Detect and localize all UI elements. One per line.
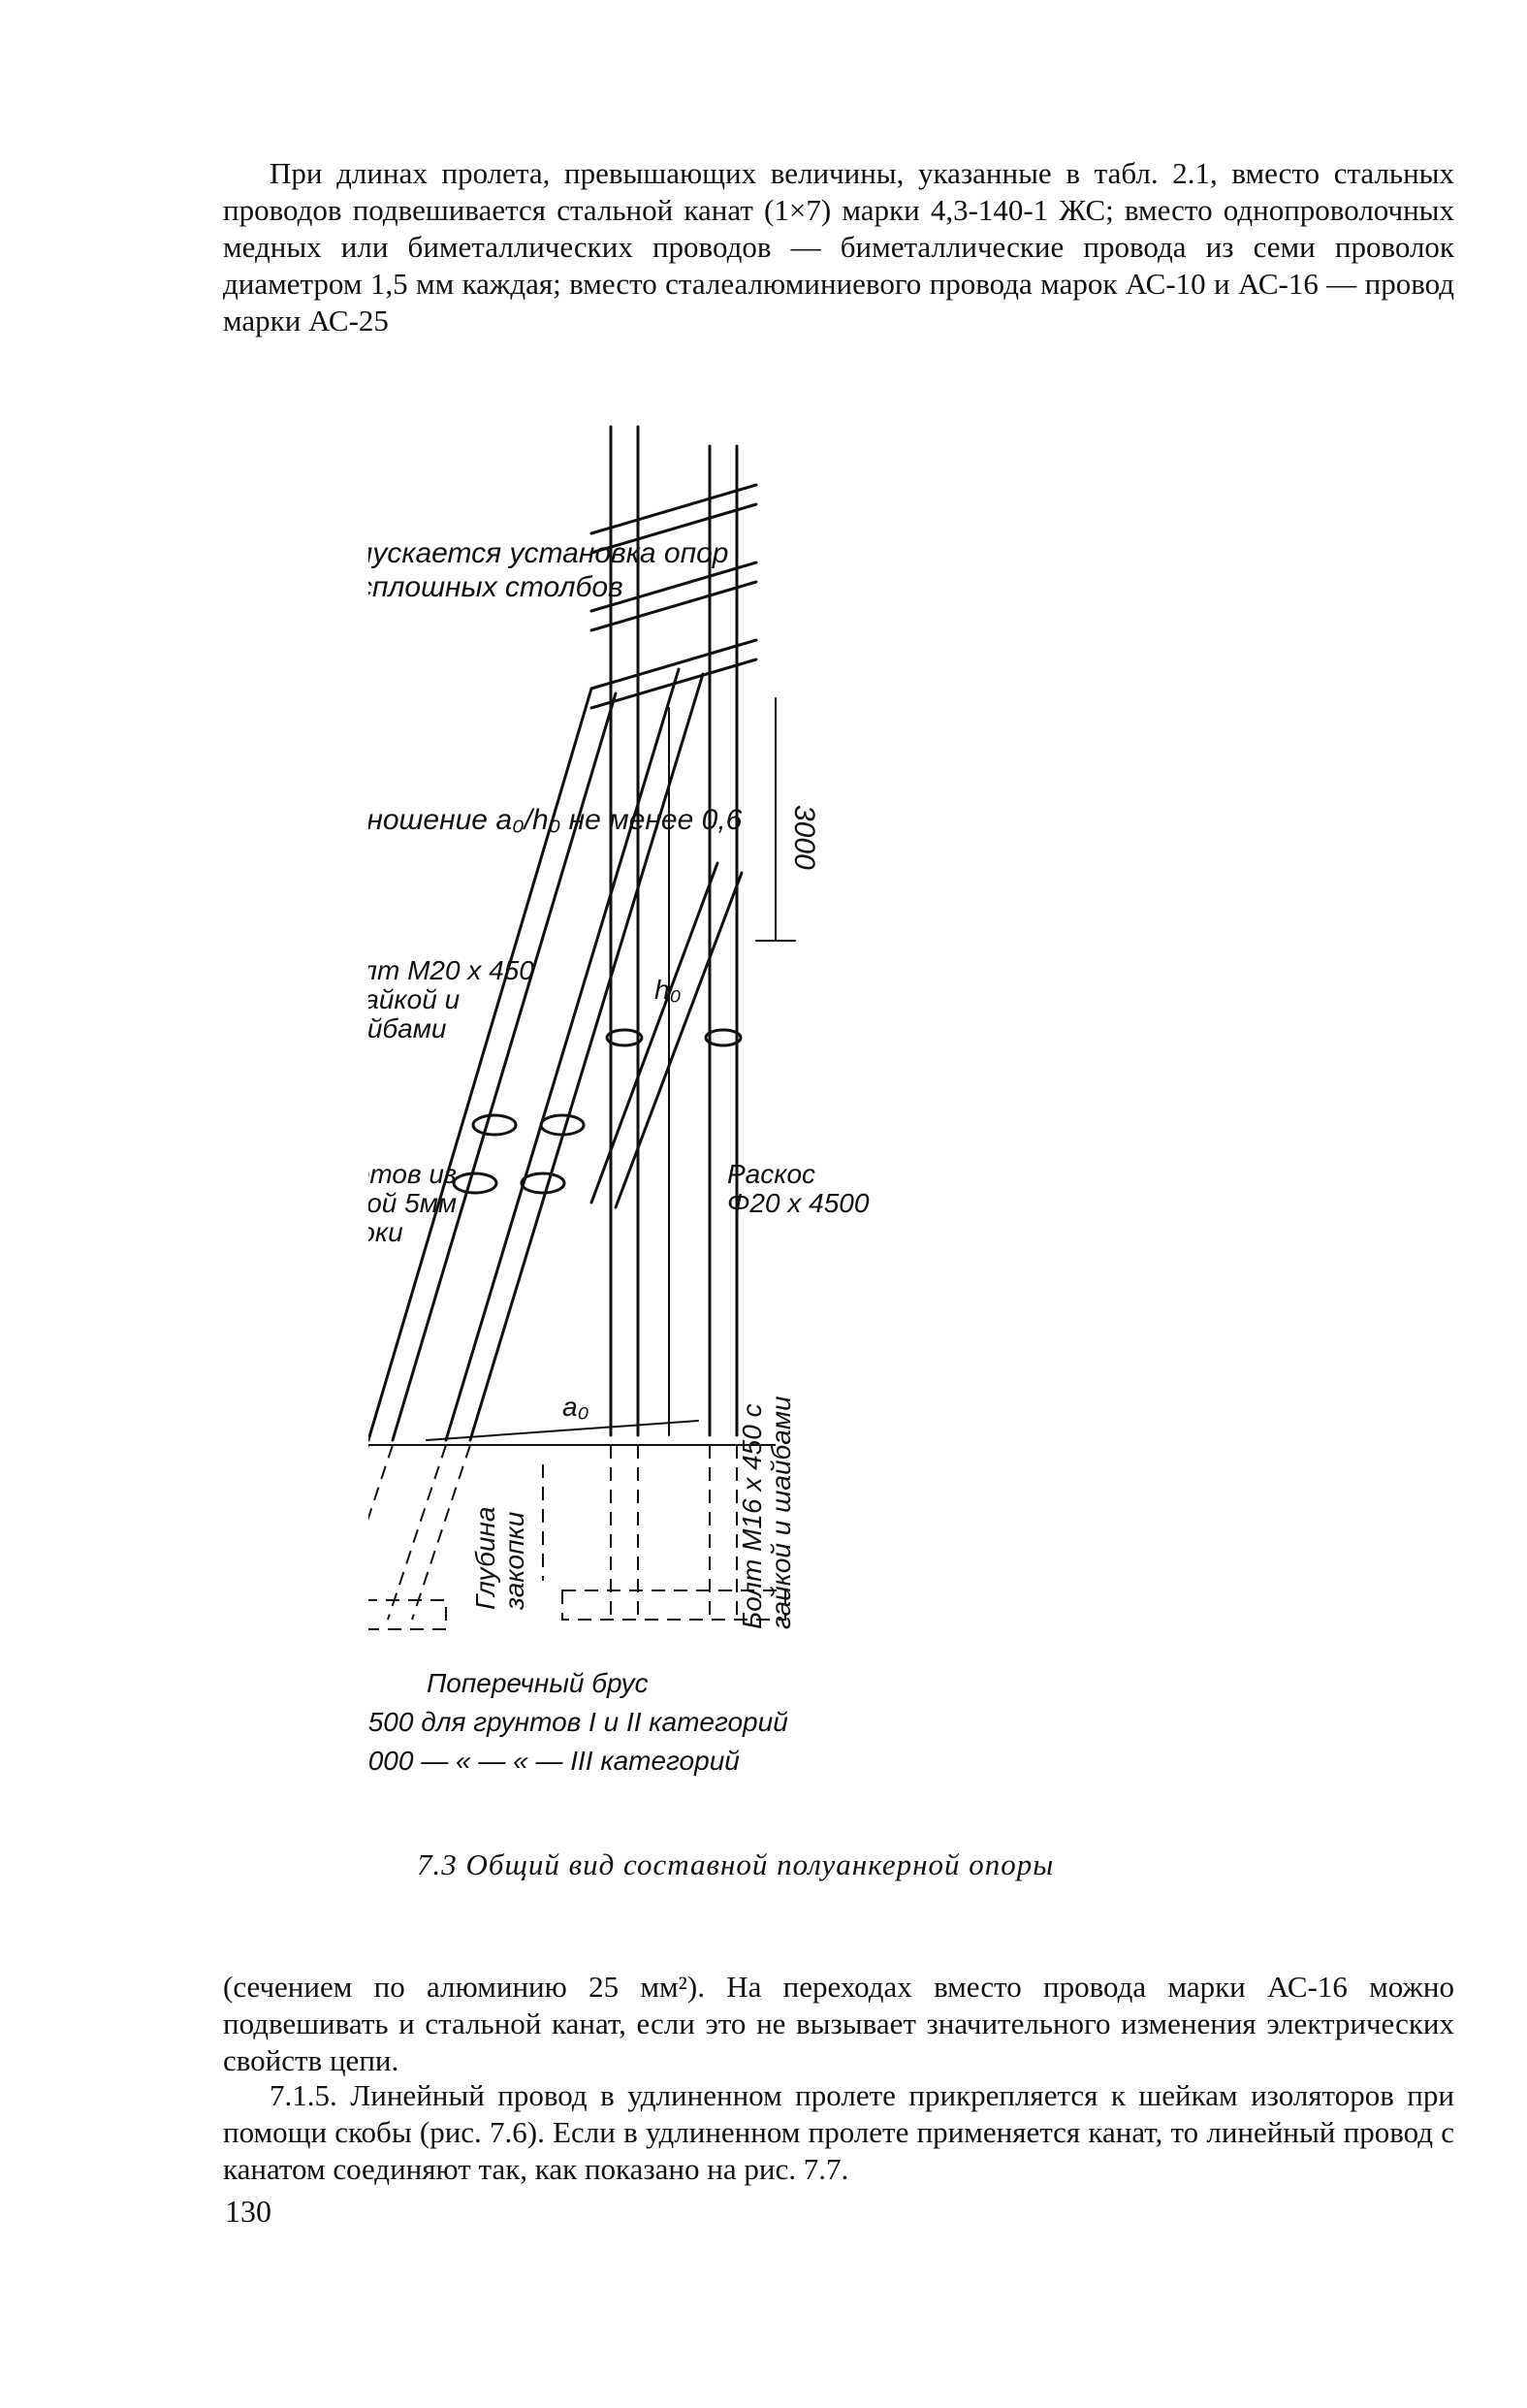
wire-label-line3: проволоки [368, 1217, 403, 1247]
a0-label: a₀ [562, 1392, 589, 1422]
bolt-label-line1: Болт М20 х 450 [368, 955, 534, 985]
crossbar-label-line2: Φ18 х 2500 для грунтов I и II категорий [368, 1707, 788, 1737]
page-number: 130 [225, 2194, 271, 2229]
wire-label-line1: 6 оборотов из [368, 1159, 457, 1189]
crossbar-label-line3: Φ18 х 2000 — « — « — III категорий [368, 1746, 740, 1776]
bolt16-label-line1: Болт М16 х 450 с [737, 1403, 767, 1629]
note-solid-line1: Допускается установка опор [368, 537, 728, 569]
brace-label-line1: Раскос [727, 1159, 815, 1189]
figure-caption: 7.3 Общий вид составной полуанкерной опо… [417, 1847, 1055, 1881]
dim-height-label: 3000 [788, 805, 820, 870]
note-ratio: Отношение a₀/h₀ не менее 0,6 [368, 804, 743, 836]
depth-label-line1: Глубина [470, 1507, 500, 1610]
brace-label-line2: Φ20 х 4500 [727, 1188, 870, 1218]
paragraph-intro: При длинах пролета, превышающих величины… [223, 156, 1454, 337]
h0-label: h₀ [654, 975, 682, 1005]
crossbar-label-line1: Поперечный брус [427, 1668, 649, 1698]
figure-semi-anchor-pole: 1400 Допускается установка опор из сплош… [368, 425, 870, 1776]
paragraph-7-1-5: 7.1.5. Линейный провод в удлиненном прол… [223, 2078, 1454, 2186]
wire-label-line2: стальной 5мм [368, 1188, 457, 1218]
note-solid-line2: из сплошных столбов [368, 571, 623, 603]
depth-label-line2: закопки [499, 1511, 529, 1611]
paragraph-continuation: (сечением по алюминию 25 мм²). На перехо… [223, 1970, 1454, 2077]
bolt16-label-line2: гайкой и шайбами [766, 1396, 796, 1629]
bolt-label-line3: шайбами [368, 1013, 447, 1043]
bolt-label-line2: с гайкой и [368, 984, 461, 1014]
